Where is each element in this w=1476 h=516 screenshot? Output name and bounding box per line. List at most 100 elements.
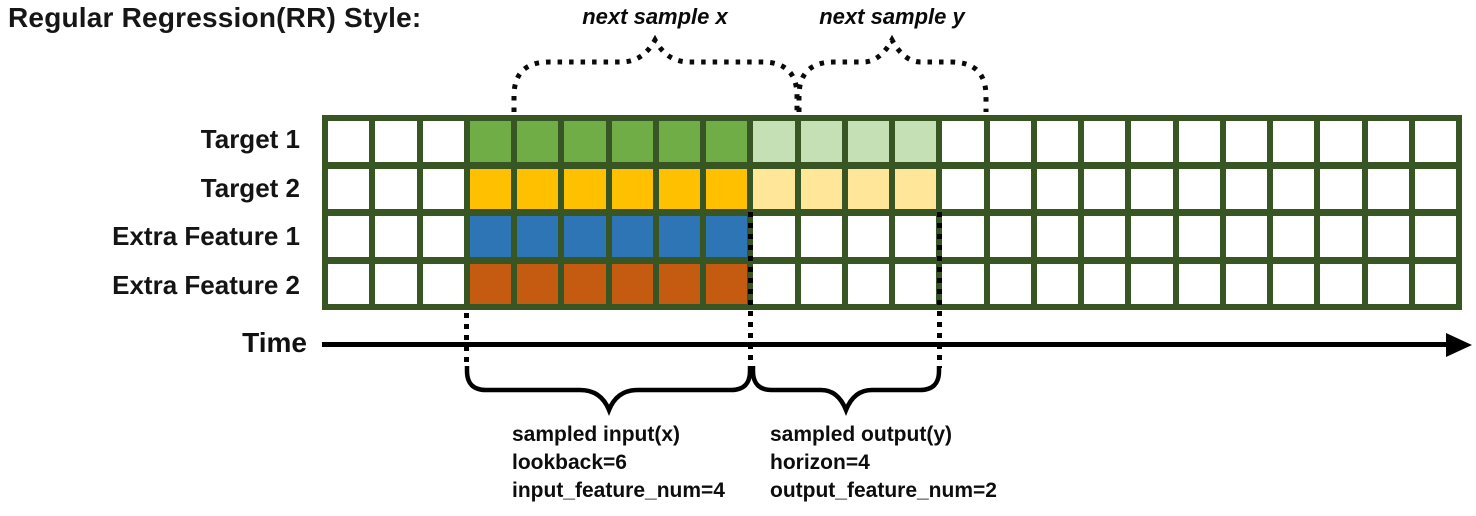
grid-cell xyxy=(564,263,606,304)
grid-cell xyxy=(564,168,606,209)
grid-cell xyxy=(469,216,511,257)
grid-cell xyxy=(1084,121,1126,162)
grid-cell xyxy=(847,121,889,162)
grid-cell xyxy=(1367,263,1409,304)
grid-cell xyxy=(375,263,417,304)
grid-cell xyxy=(1036,168,1078,209)
grid-cell xyxy=(1225,216,1267,257)
grid-cell xyxy=(895,263,937,304)
annotation-line: sampled input(x) xyxy=(512,423,681,446)
grid-cell xyxy=(517,168,559,209)
row-label: Target 2 xyxy=(200,172,300,203)
grid-cell xyxy=(564,216,606,257)
annotation-line: output_feature_num=2 xyxy=(770,479,997,502)
grid-cell xyxy=(942,216,984,257)
grid-cell xyxy=(328,168,370,209)
annotation-line: horizon=4 xyxy=(770,451,870,474)
time-axis-line xyxy=(322,342,1448,347)
time-axis-label: Time xyxy=(242,327,307,358)
grid-cell xyxy=(1084,168,1126,209)
grid-cell xyxy=(564,121,606,162)
grid-cell xyxy=(706,121,748,162)
grid-cell xyxy=(1320,216,1362,257)
grid-cell xyxy=(1414,121,1456,162)
grid-cell xyxy=(1225,168,1267,209)
sample-grid xyxy=(322,115,1462,310)
grid-cell xyxy=(1225,263,1267,304)
input-output-boundary-guide-line xyxy=(748,212,753,368)
grid-cell xyxy=(1367,121,1409,162)
grid-cell xyxy=(1084,263,1126,304)
grid-cell xyxy=(753,121,795,162)
grid-cell xyxy=(1225,121,1267,162)
annotation-line: lookback=6 xyxy=(512,451,627,474)
row-label: Extra Feature 1 xyxy=(112,221,300,252)
grid-cell xyxy=(328,121,370,162)
sampled-output-brace xyxy=(750,366,942,417)
sampled-input-brace xyxy=(464,366,753,417)
grid-cell xyxy=(1131,121,1173,162)
grid-cell xyxy=(895,216,937,257)
time-axis-arrowhead-icon xyxy=(1446,333,1472,357)
grid-cell xyxy=(989,121,1031,162)
grid-cell xyxy=(375,121,417,162)
grid-cell xyxy=(800,216,842,257)
grid-cell xyxy=(895,168,937,209)
grid-cell xyxy=(658,216,700,257)
row-label: Target 1 xyxy=(200,123,300,154)
grid-cell xyxy=(942,168,984,209)
grid-cell xyxy=(942,121,984,162)
grid-cell xyxy=(517,263,559,304)
grid-cell xyxy=(847,216,889,257)
output-end-guide-line xyxy=(937,212,942,368)
grid-cell xyxy=(706,168,748,209)
grid-cell xyxy=(753,168,795,209)
grid-cell xyxy=(1367,216,1409,257)
grid-cell xyxy=(1036,121,1078,162)
grid-cell xyxy=(517,121,559,162)
grid-cell xyxy=(1131,168,1173,209)
grid-cell xyxy=(422,263,464,304)
grid-cell xyxy=(753,263,795,304)
grid-cell xyxy=(1320,121,1362,162)
grid-cell xyxy=(847,263,889,304)
next-sample-y-label: next sample y xyxy=(819,4,965,29)
grid-cell xyxy=(895,121,937,162)
grid-cell xyxy=(611,263,653,304)
grid-cell xyxy=(328,263,370,304)
grid-cell xyxy=(847,168,889,209)
grid-cell xyxy=(989,263,1031,304)
grid-cell xyxy=(469,168,511,209)
grid-cell xyxy=(1036,263,1078,304)
annotation-line: sampled output(y) xyxy=(770,423,952,446)
grid-cell xyxy=(706,216,748,257)
grid-cell xyxy=(989,168,1031,209)
grid-cell xyxy=(1320,168,1362,209)
grid-cell xyxy=(1273,121,1315,162)
grid-cell xyxy=(1036,216,1078,257)
grid-cell xyxy=(517,216,559,257)
grid-cell xyxy=(1131,216,1173,257)
grid-cell xyxy=(611,121,653,162)
grid-cell xyxy=(422,168,464,209)
grid-cell xyxy=(1178,121,1220,162)
grid-cell xyxy=(942,263,984,304)
grid-cell xyxy=(658,263,700,304)
grid-cell xyxy=(1178,263,1220,304)
grid-cell xyxy=(800,168,842,209)
grid-cell xyxy=(1414,216,1456,257)
grid-cell xyxy=(658,121,700,162)
grid-cell xyxy=(1414,263,1456,304)
grid-cell xyxy=(658,168,700,209)
grid-cell xyxy=(611,168,653,209)
grid-cell xyxy=(422,216,464,257)
grid-cell xyxy=(1178,216,1220,257)
grid-cell xyxy=(422,121,464,162)
output-annotation: sampled output(y) horizon=4 output_feature… xyxy=(770,421,997,505)
grid-cell xyxy=(1178,168,1220,209)
diagram-title: Regular Regression(RR) Style: xyxy=(8,2,422,33)
grid-cell xyxy=(611,216,653,257)
grid-cell xyxy=(1084,216,1126,257)
